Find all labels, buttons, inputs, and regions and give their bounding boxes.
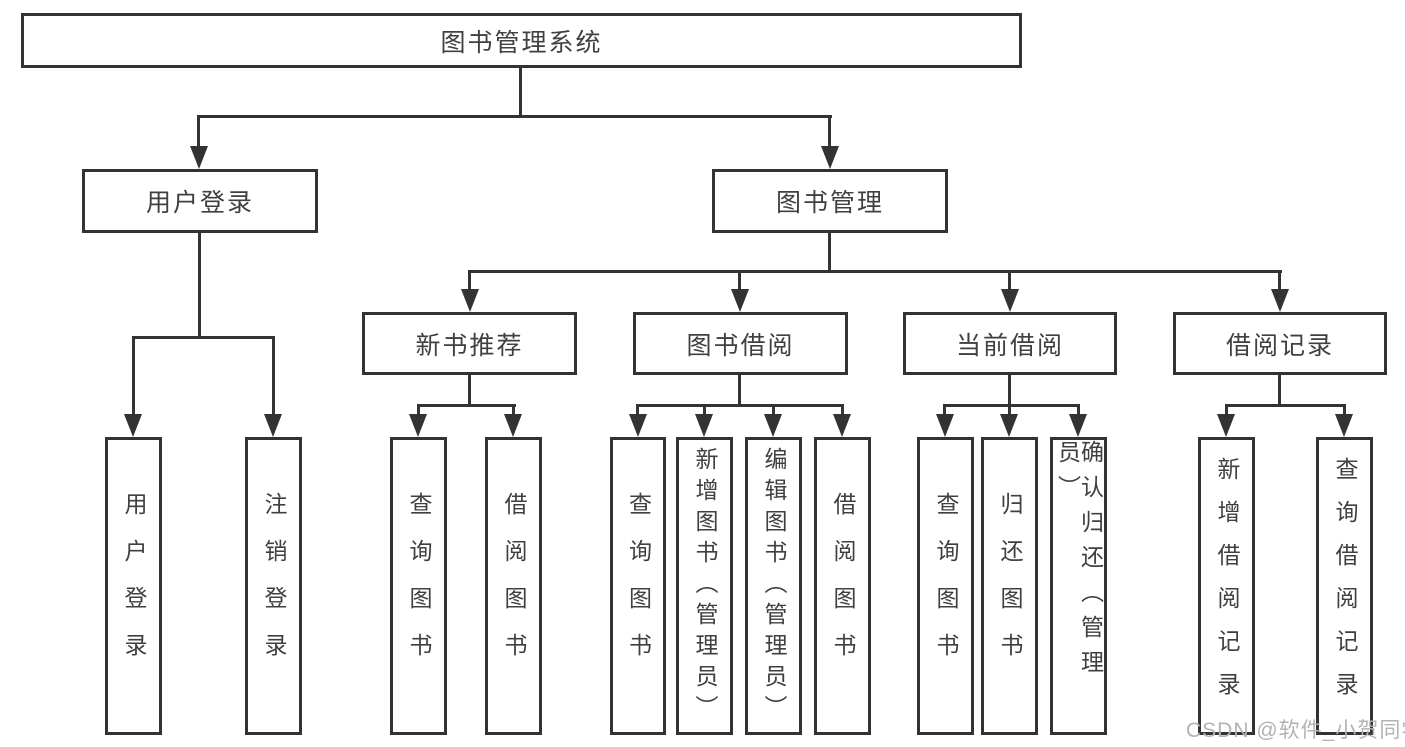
connector-line	[1225, 404, 1346, 407]
connector-line	[468, 270, 1282, 273]
arrow-down-icon	[695, 414, 713, 437]
arrow-down-icon	[1271, 289, 1289, 312]
leaf-user-login: 用户登录	[105, 437, 162, 735]
arrow-down-icon	[504, 414, 522, 437]
arrow-down-icon	[629, 414, 647, 437]
leaf-add-book-admin: 新增图书（管理员）	[676, 437, 733, 735]
arrow-down-icon	[264, 414, 282, 437]
arrow-down-icon	[409, 414, 427, 437]
connector-line	[417, 404, 516, 407]
connector-line	[841, 406, 844, 418]
connector-line	[1008, 406, 1011, 418]
connector-line	[943, 404, 1080, 407]
leaf-return-books: 归还图书	[981, 437, 1038, 735]
leaf-borrow-books-recommend: 借阅图书	[485, 437, 542, 735]
leaf-add-borrow-record: 新增借阅记录	[1198, 437, 1255, 735]
node-borrowing-records: 借阅记录	[1173, 312, 1387, 375]
connector-line	[738, 272, 741, 292]
connector-line	[828, 233, 831, 273]
connector-line	[132, 338, 135, 415]
arrow-down-icon	[731, 289, 749, 312]
connector-line	[197, 115, 832, 118]
arrow-down-icon	[936, 414, 954, 437]
connector-line	[1008, 375, 1011, 406]
arrow-down-icon	[1217, 414, 1235, 437]
connector-line	[512, 406, 515, 418]
connector-line	[468, 375, 471, 406]
arrow-down-icon	[461, 289, 479, 312]
node-new-book-recommendation: 新书推荐	[362, 312, 577, 375]
node-library-system: 图书管理系统	[21, 13, 1022, 68]
node-current-borrowing: 当前借阅	[903, 312, 1117, 375]
arrow-down-icon	[190, 146, 208, 169]
connector-line	[197, 117, 200, 149]
node-user-login: 用户登录	[82, 169, 318, 233]
connector-line	[772, 406, 775, 418]
leaf-confirm-return-admin: 确认归还（管理员）	[1050, 437, 1107, 735]
leaf-query-books-current: 查询图书	[917, 437, 974, 735]
connector-line	[738, 375, 741, 406]
connector-line	[468, 272, 471, 292]
leaf-query-books-recommend: 查询图书	[390, 437, 447, 735]
connector-line	[1077, 406, 1080, 418]
arrow-down-icon	[1001, 289, 1019, 312]
connector-line	[132, 336, 275, 339]
connector-line	[1225, 406, 1228, 418]
arrow-down-icon	[821, 146, 839, 169]
leaf-borrow-books: 借阅图书	[814, 437, 871, 735]
node-book-borrowing: 图书借阅	[633, 312, 848, 375]
connector-line	[1343, 406, 1346, 418]
leaf-query-borrow-record: 查询借阅记录	[1316, 437, 1373, 735]
node-book-management: 图书管理	[712, 169, 948, 233]
watermark-text: CSDN @软件_小贺同学	[1186, 719, 1405, 742]
leaf-logout: 注销登录	[245, 437, 302, 735]
connector-line	[272, 338, 275, 415]
leaf-edit-book-admin: 编辑图书（管理员）	[745, 437, 802, 735]
arrow-down-icon	[124, 414, 142, 437]
connector-line	[943, 406, 946, 418]
arrow-down-icon	[833, 414, 851, 437]
connector-line	[636, 406, 639, 418]
connector-line	[1278, 272, 1281, 292]
arrow-down-icon	[1335, 414, 1353, 437]
connector-line	[1278, 375, 1281, 406]
connector-line	[519, 68, 522, 118]
connector-line	[198, 233, 201, 339]
leaf-query-books-borrow: 查询图书	[610, 437, 666, 735]
arrow-down-icon	[1069, 414, 1087, 437]
connector-line	[828, 117, 831, 149]
arrow-down-icon	[1000, 414, 1018, 437]
connector-line	[417, 406, 420, 418]
arrow-down-icon	[764, 414, 782, 437]
connector-line	[703, 406, 706, 418]
connector-line	[636, 404, 844, 407]
connector-line	[1008, 272, 1011, 292]
